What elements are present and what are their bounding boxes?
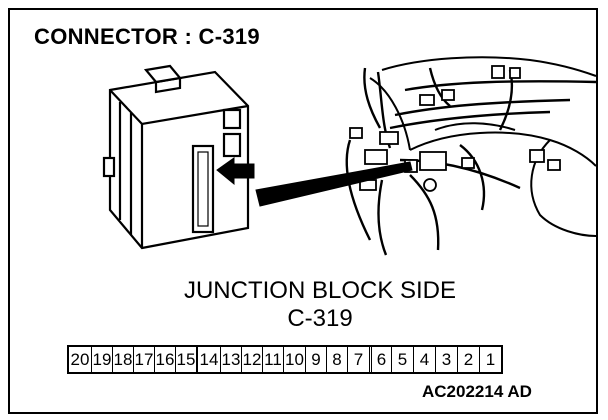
pin-cell: 1: [479, 347, 501, 372]
pin-cell: 5: [391, 347, 413, 372]
pin-cell: 4: [413, 347, 435, 372]
pin-cell: 19: [91, 347, 112, 372]
harness-connectors: [349, 65, 561, 192]
pin-cell: 13: [220, 347, 241, 372]
caption-junction-block-side: JUNCTION BLOCK SIDE: [183, 277, 457, 304]
pin-cell: 8: [326, 347, 347, 372]
pin-cell: 7: [347, 347, 369, 372]
pin-cell: 2: [457, 347, 479, 372]
pin-cell: 15: [175, 347, 196, 372]
junction-block-illustration: [102, 56, 596, 256]
pin-cell: 12: [241, 347, 262, 372]
pin-cell: 9: [305, 347, 326, 372]
pointer-arrow: [216, 157, 413, 207]
pin-cell: 11: [262, 347, 283, 372]
pin-cell: 18: [112, 347, 133, 372]
caption-connector-id: C-319: [287, 305, 353, 332]
figure-code: AC202214 AD: [422, 382, 532, 401]
pin-cell: 20: [70, 349, 90, 369]
pin-cell: 6: [369, 347, 391, 372]
diagram-frame: CONNECTOR : C-319: [8, 8, 598, 414]
pin-cell: 14: [196, 347, 220, 372]
pin-cell: 16: [154, 347, 175, 372]
junction-block: [102, 64, 250, 250]
pin-cell: 10: [283, 347, 305, 372]
connector-title: CONNECTOR : C-319: [34, 24, 260, 49]
pin-cell: 3: [435, 347, 457, 372]
pin-cell: 17: [133, 347, 154, 372]
